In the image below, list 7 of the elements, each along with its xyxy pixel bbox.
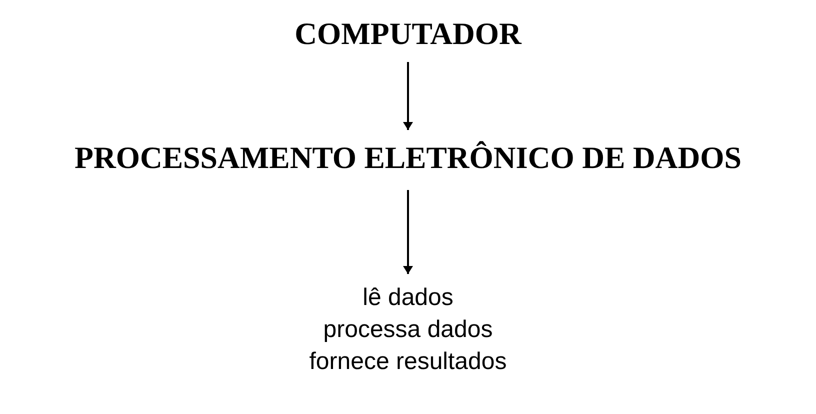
list-item: fornece resultados	[309, 347, 507, 377]
heading-text: COMPUTADOR	[294, 15, 522, 53]
list-item: lê dados	[362, 283, 454, 313]
heading-text: PROCESSAMENTO ELETRÔNICO DE DADOS	[74, 139, 742, 177]
arrow	[404, 62, 412, 130]
arrow	[404, 190, 412, 274]
list-item: processa dados	[323, 315, 493, 345]
